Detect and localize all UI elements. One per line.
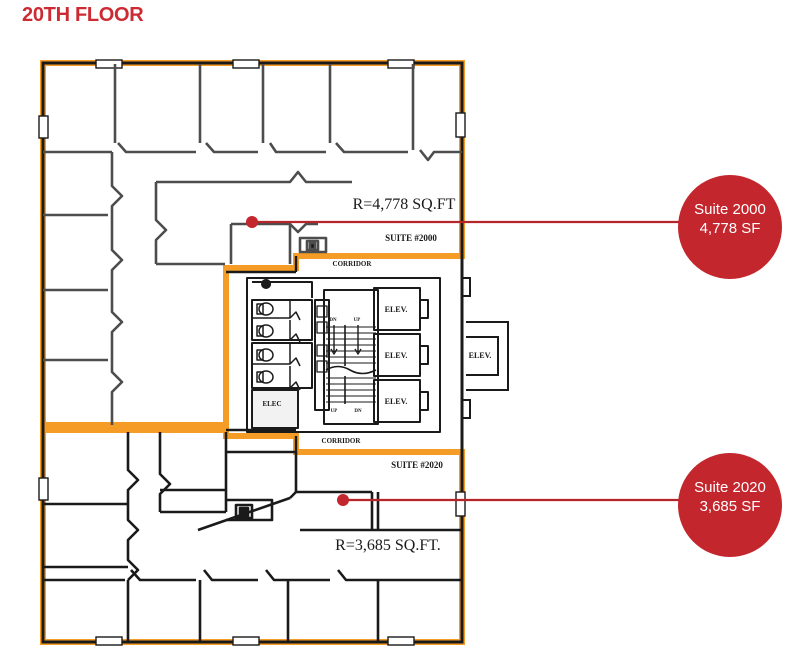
label-area-2020: R=3,685 SQ.FT. [335,537,441,554]
right-elevator-shaft [461,245,509,460]
label-elevator-3: ELEV. [385,397,408,406]
label-suite-2020: SUITE #2020 [391,460,443,470]
label-elevator-1: ELEV. [385,305,408,314]
label-stair-down-upper: DN [329,318,337,323]
callout-circle-suite-2000[interactable] [678,175,782,279]
label-suite-2000: SUITE #2000 [385,233,437,243]
label-corridor-lower: CORRIDOR [322,437,362,445]
window-marks [38,59,466,646]
leader-dot-suite-2000 [246,216,258,228]
corridor-walls [226,256,298,452]
leader-dot-suite-2020 [337,494,349,506]
perimeter-walls [41,61,464,644]
label-area-2000: R=4,778 SQ.FT [353,196,456,213]
label-electrical-room: ELEC [262,400,281,408]
label-stair-down-lower: DN [354,409,362,414]
label-elevator-4: ELEV. [469,351,492,360]
building-core [246,277,441,433]
plan-text-labels: R=4,778 SQ.FT SUITE #2000 CORRIDOR CORRI… [262,196,491,554]
callout-circle-suite-2020[interactable] [678,453,782,557]
suite-2000-partitions [43,64,462,425]
label-corridor-upper: CORRIDOR [333,260,373,268]
callout-suite-2000[interactable] [246,175,782,279]
callout-suite-2020[interactable] [337,453,782,557]
label-stair-up-lower: UP [331,409,338,414]
suite-2020-partitions [43,432,462,642]
page-title: 20TH FLOOR [22,4,144,26]
label-stair-up-upper: UP [354,318,361,323]
label-elevator-2: ELEV. [385,351,408,360]
